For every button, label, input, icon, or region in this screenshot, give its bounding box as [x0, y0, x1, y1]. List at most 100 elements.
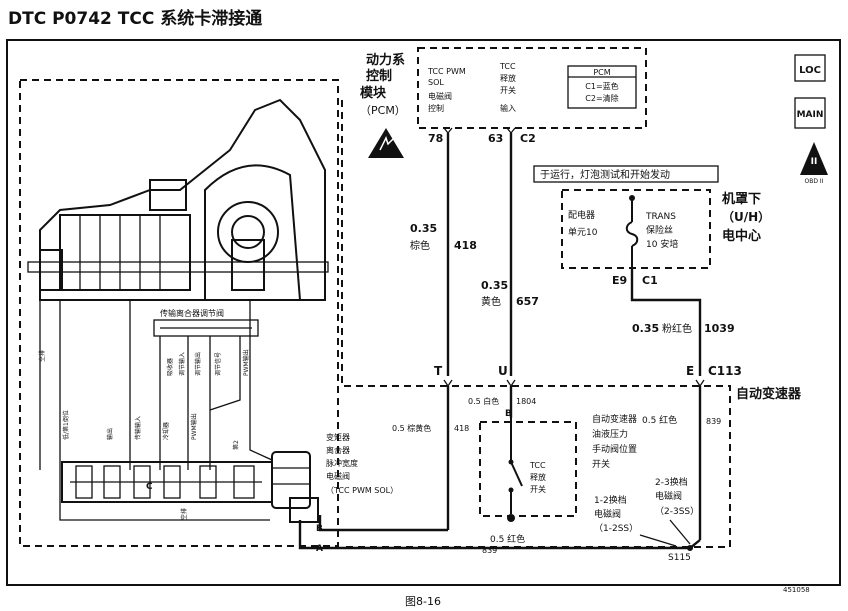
pressure-switch-line1: 自动变速器 [592, 413, 637, 425]
shift-12-line3: （1-2SS） [594, 523, 638, 534]
pcm-name-line3: 模块 [360, 85, 387, 101]
fuse-pin-e9: E9 [612, 274, 627, 287]
pcm-col2-line1: TCC [499, 62, 516, 71]
fuse-block-line3: 电中心 [722, 228, 761, 244]
pcm-legend-line1: C1=蓝色 [585, 81, 618, 91]
pressure-switch-line4: 开关 [592, 458, 610, 470]
wire-418-lower-circuit: 418 [454, 424, 469, 433]
valve-label-pwm-out: PWM输出 [190, 413, 198, 440]
wire-418-to-solenoid [318, 515, 448, 532]
figure-caption: 图8-16 [405, 595, 441, 608]
wire-839-circuit: 839 [706, 417, 721, 426]
fuse-icon [625, 221, 639, 247]
tcc-switch-line1: TCC [529, 461, 546, 470]
arrow-2-3ss [669, 519, 691, 545]
loc-badge: LOC [794, 54, 826, 82]
power-note: 于运行，灯泡测试和开始发动 [540, 168, 670, 181]
fuse-name-line2: 保险丝 [646, 224, 673, 236]
fuse-connector-c1: C1 [642, 274, 658, 287]
fuse-name-line3: 10 安培 [646, 238, 678, 250]
splice-s115: S115 [668, 553, 691, 563]
shift-12-line1: 1-2换档 [594, 494, 627, 506]
valve-label-second: 第2 [232, 440, 240, 450]
obd-ii-badge: II OBD II [800, 142, 828, 185]
shift-23-line2: 电磁阀 [655, 490, 682, 502]
shift-23-line3: （2-3SS） [655, 506, 699, 517]
tcc-switch-dashed-box [479, 421, 577, 517]
diagram-title: DTC P0742 TCC 系统卡滞接通 [8, 8, 262, 29]
wire-418-color: 棕色 [410, 239, 430, 252]
wire-657-color: 黄色 [481, 295, 501, 308]
pcm-abbr: （PCM） [360, 104, 406, 117]
wire-418-gauge: 0.35 [410, 222, 437, 235]
solenoid-line3: 脉冲宽度 [326, 458, 358, 468]
wire-839-bottom [298, 520, 701, 550]
pcm-pin-63-terminal [506, 127, 516, 135]
wire-839-bottom-label: 0.5 红色 [490, 533, 525, 545]
pcm-col2-line3: 开关 [500, 85, 516, 95]
wire-418-circuit: 418 [454, 239, 477, 252]
loc-badge-text: LOC [799, 65, 821, 76]
wire-1804-label: 0.5 白色 [468, 396, 499, 406]
regulator-valve-label: 传输离合器调节阀 [160, 308, 224, 318]
underhood-fuse-block: 配电器 单元10 TRANS 保险丝 10 安培 机罩下 （U/H） 电中心 E… [561, 189, 770, 287]
wire-1039 [630, 268, 702, 376]
pcm-legend-line2: C2=清除 [585, 93, 618, 103]
trans-pin-t: T [434, 364, 443, 378]
pressure-switch-line2: 油液压力 [592, 428, 628, 440]
transmission-label: 自动变速器 [736, 386, 802, 402]
outer-frame [6, 39, 841, 586]
pcm-module: 动力系 控制 模块 （PCM） TCC PWM SOL 电磁阀 控制 TCC 释… [360, 47, 647, 158]
valve-label-c: C [146, 482, 153, 492]
pcm-col1-line4: 控制 [428, 103, 444, 113]
figure-number: 451058 [783, 586, 810, 594]
pcm-name-line2: 控制 [366, 68, 392, 84]
transmission-body-dashed-box [19, 79, 339, 547]
wire-1039-color: 粉红色 [662, 322, 692, 335]
pcm-pin-78: 78 [428, 132, 443, 145]
shift-23-line1: 2-3换档 [655, 476, 688, 488]
tcc-switch-blade [510, 461, 523, 487]
tcc-switch-pin-b: B [505, 409, 512, 419]
solenoid-line2: 离合器 [326, 445, 350, 455]
tcc-pwm-solenoid [271, 451, 319, 523]
valve-label-exhaust-1: 空排 [38, 350, 46, 362]
esd-warning-icon [368, 128, 404, 158]
valve-label-reg-input: 调节输入 [178, 352, 186, 376]
arrow-1-2ss [639, 534, 677, 547]
main-badge: MAIN [794, 97, 826, 129]
solenoid-pin-b: B [316, 524, 323, 534]
shift-12-line2: 电磁阀 [594, 508, 621, 520]
valve-label-low-first: 低/第1倒位 [62, 410, 70, 440]
trans-pin-u: U [498, 364, 508, 378]
pressure-switch-line3: 手动阀位置 [592, 443, 637, 455]
pcm-col1-line2: SOL [428, 78, 444, 87]
fuse-block-line1: 机罩下 [722, 191, 761, 207]
valve-label-trans-input: 传输输入 [134, 416, 142, 440]
main-badge-text: MAIN [797, 110, 824, 120]
valve-label-absorber: 吸收器 [166, 358, 174, 376]
wire-1039-circuit: 1039 [704, 322, 735, 335]
valve-label-reg-signal: 调节信号 [214, 352, 222, 376]
transmission-cutaway-illustration [27, 98, 329, 301]
pcm-col1-line1: TCC PWM [427, 67, 466, 76]
pcm-connector-c2: C2 [520, 132, 536, 145]
solenoid-line4: 电磁阀 [326, 471, 350, 481]
power-note-box [533, 165, 719, 183]
valve-label-reg-output: 调节输出 [194, 352, 202, 376]
pcm-connector-legend [567, 65, 637, 109]
pcm-col2-line2: 释放 [500, 73, 516, 83]
trans-pin-e: E [686, 364, 694, 378]
fuse-block-line2: （U/H） [722, 209, 770, 224]
tcc-switch-line3: 开关 [530, 484, 546, 494]
wire-1804-circuit: 1804 [516, 397, 536, 406]
pcm-col1-line3: 电磁阀 [428, 91, 452, 101]
solenoid-line5: （TCC PWM SOL） [326, 486, 398, 495]
trans-connector-c113: C113 [708, 364, 742, 378]
tcc-switch-line2: 释放 [530, 472, 546, 482]
wire-657-gauge: 0.35 [481, 279, 508, 292]
solenoid-pin-a: A [316, 544, 323, 554]
obd-badge-sub: OBD II [805, 178, 824, 185]
solenoid-line1: 变矩器 [326, 432, 350, 442]
